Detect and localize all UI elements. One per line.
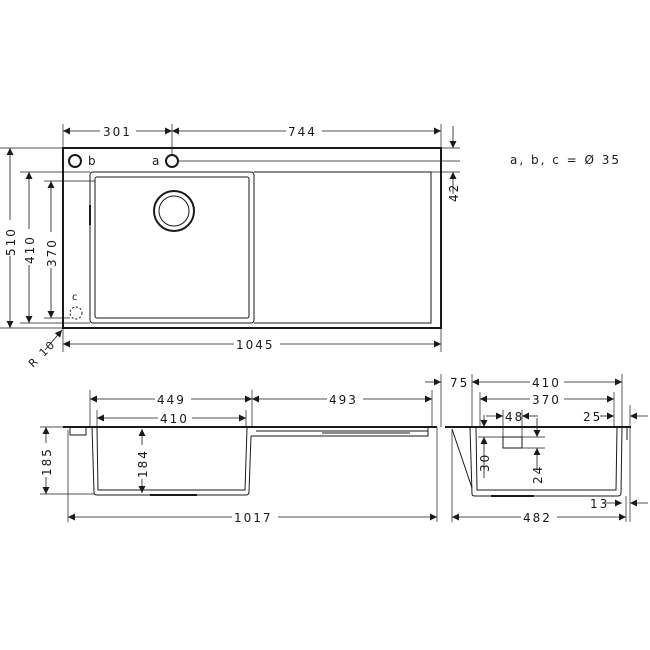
hole-b-label: b (88, 154, 98, 168)
dim-493: 493 (329, 393, 358, 407)
dim-370-top: 370 (45, 238, 59, 267)
dim-75: 75 (450, 376, 469, 390)
dim-410-side: 410 (532, 376, 561, 390)
hole-c-icon (69, 306, 83, 320)
dim-radius: R 10 (26, 337, 59, 370)
hole-a-label: a (152, 154, 161, 168)
dim-185: 185 (40, 447, 54, 476)
dim-25: 25 (583, 410, 602, 424)
dim-1045: 1045 (236, 338, 275, 352)
dim-410-front: 410 (160, 412, 189, 426)
dim-744: 744 (288, 125, 317, 139)
overflow-box (502, 436, 523, 449)
dim-30: 30 (478, 453, 492, 472)
dim-24: 24 (531, 465, 545, 484)
dim-184: 184 (136, 449, 150, 478)
bowl-inner (94, 176, 250, 319)
dim-301: 301 (103, 125, 132, 139)
dim-510: 510 (4, 227, 18, 256)
dim-410-top: 410 (23, 235, 37, 264)
sink-outline (62, 147, 442, 329)
dim-48: 48 (505, 410, 524, 424)
dim-42: 42 (447, 183, 461, 202)
dim-482: 482 (523, 511, 552, 525)
hole-a-icon (165, 154, 179, 168)
hole-b-icon (68, 154, 82, 168)
side-section: 75 410 370 48 25 30 24 13 482 (425, 374, 648, 525)
dim-13: 13 (590, 497, 609, 511)
hole-c-label: c (72, 292, 80, 303)
dim-370-side: 370 (532, 393, 561, 407)
dim-449: 449 (157, 393, 186, 407)
front-section: 449 493 410 185 184 1017 (39, 390, 438, 525)
drain-icon (153, 190, 195, 232)
drainboard (254, 171, 432, 324)
dim-1017: 1017 (234, 511, 273, 525)
hole-diameter-note: a, b, c = Ø 35 (510, 153, 621, 167)
bowl-outer (89, 171, 255, 324)
top-view: b a c 301 744 42 510 410 (0, 124, 621, 370)
